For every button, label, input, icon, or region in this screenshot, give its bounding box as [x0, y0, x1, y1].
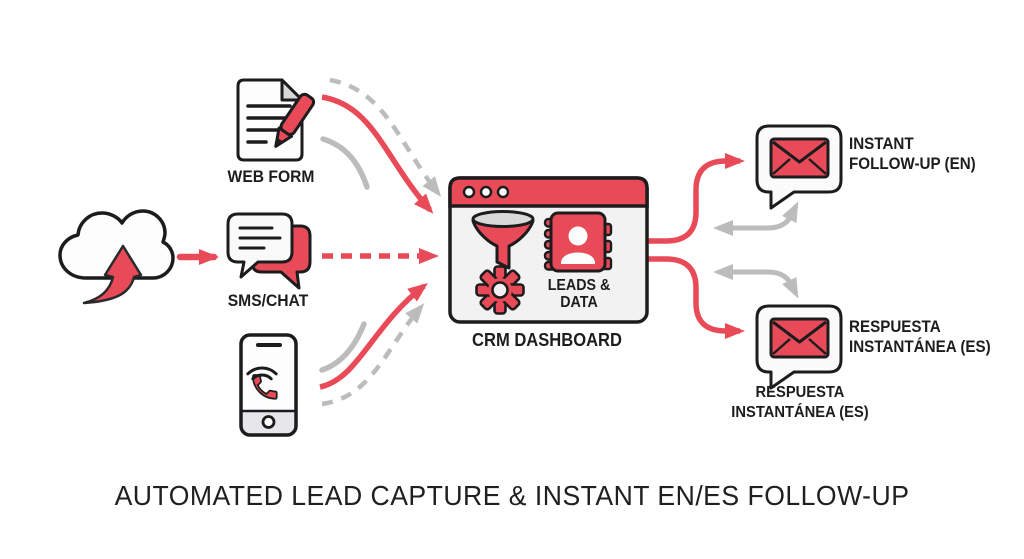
gear-icon — [475, 265, 525, 315]
web-form-icon — [236, 78, 316, 162]
envelope-icon-es — [769, 317, 830, 359]
arrow-phone-gray-dashed — [321, 303, 425, 407]
arrow-webform-to-crm — [321, 94, 434, 214]
phone-handset-icon — [252, 374, 278, 400]
cloud-upload-icon — [58, 209, 175, 305]
leads-data-label: LEADS & DATA — [535, 277, 623, 311]
arrow-crm-to-en — [648, 153, 745, 244]
arrow-es-return — [713, 264, 799, 299]
sms-chat-label: SMS/CHAT — [227, 291, 309, 310]
person-icon — [561, 226, 595, 264]
speech-bubble-en — [755, 124, 843, 210]
sms-chat-icon — [226, 212, 312, 290]
signal-waves-icon — [246, 366, 278, 381]
respuesta-es-caption: RESPUESTA INSTANTÁNEA (ES) — [708, 383, 892, 423]
upload-arrow-icon — [82, 244, 143, 305]
envelope-icon-en — [769, 137, 830, 179]
arrow-webform-gray-trace — [320, 136, 370, 190]
pencil-icon — [274, 92, 316, 148]
crm-window — [448, 176, 649, 324]
leads-data-line2: DATA — [560, 294, 598, 311]
chat-lines — [238, 226, 282, 250]
es-caption-line2: INSTANTÁNEA (ES) — [731, 404, 869, 421]
smartphone-call-icon — [239, 333, 298, 437]
respuesta-es-label: RESPUESTA INSTANTÁNEA (ES) — [849, 317, 991, 357]
instant-followup-en-label: INSTANT FOLLOW-UP (EN) — [849, 134, 976, 174]
page-fold — [280, 78, 304, 102]
diagram-title: AUTOMATED LEAD CAPTURE & INSTANT EN/ES F… — [114, 480, 910, 511]
chat-bubble-white — [226, 212, 294, 279]
speech-bubble-es — [755, 304, 843, 390]
window-title-bar — [448, 176, 649, 208]
es-label-line1: RESPUESTA — [849, 318, 941, 336]
arrow-webform-gray-dashed — [329, 77, 442, 197]
form-lines — [246, 104, 292, 144]
arrow-phone-to-crm — [319, 282, 428, 390]
arrow-crm-to-es — [648, 256, 745, 339]
window-dots — [462, 185, 510, 199]
es-caption-line1: RESPUESTA — [755, 384, 845, 401]
en-label-line1: INSTANT — [849, 135, 914, 153]
contact-book-icon — [543, 211, 613, 273]
arrow-en-return — [713, 201, 799, 236]
es-label-line2: INSTANTÁNEA (ES) — [849, 338, 991, 356]
home-button — [261, 415, 276, 429]
flow-arrows — [176, 77, 799, 407]
leads-data-line1: LEADS & — [547, 277, 611, 294]
arrow-phone-gray-trace — [319, 321, 367, 373]
funnel-icon — [471, 210, 535, 270]
en-label-line2: FOLLOW-UP (EN) — [849, 155, 976, 173]
crm-dashboard-label: CRM DASHBOARD — [472, 330, 622, 350]
web-form-label: WEB FORM — [227, 167, 315, 186]
